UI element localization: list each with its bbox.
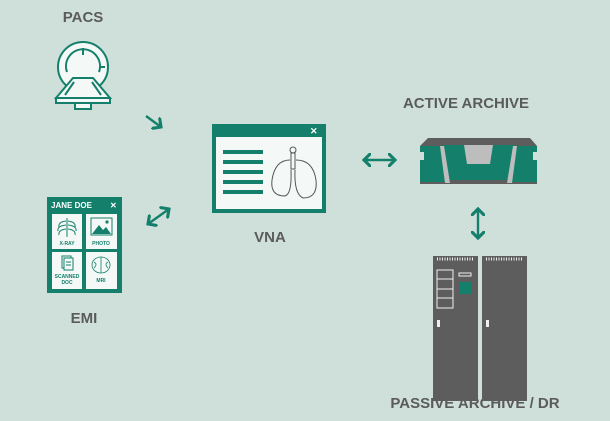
vna-window: ✕ <box>212 124 326 213</box>
emi-vna-double-arrow <box>148 209 169 224</box>
tile-scanned-doc-line2: DOC <box>61 280 73 286</box>
pacs-to-vna-arrow <box>145 115 161 127</box>
document-icon <box>61 255 74 271</box>
close-icon[interactable]: ✕ <box>310 126 318 136</box>
close-icon[interactable]: ✕ <box>110 201 117 210</box>
tile-mri[interactable]: MRI <box>96 278 106 284</box>
emi-card: JANE DOE ✕ X-RAY PHOTO SCANNED DOC MRI <box>47 197 122 293</box>
tile-xray[interactable]: X-RAY <box>59 241 75 247</box>
patient-name: JANE DOE <box>51 201 93 210</box>
brain-icon <box>91 256 111 274</box>
active-archive-label: ACTIVE ARCHIVE <box>402 95 530 112</box>
tile-scanned-doc[interactable]: SCANNED <box>55 274 80 280</box>
ribcage-icon <box>57 218 77 237</box>
pacs-label: PACS <box>62 9 104 26</box>
text-lines-icon <box>223 150 263 194</box>
emi-label: EMI <box>70 310 98 327</box>
vna-label: VNA <box>254 229 286 246</box>
ct-scanner-icon <box>53 41 113 110</box>
server-cabinets-icon <box>433 256 527 401</box>
active-archive-device <box>420 138 537 184</box>
tile-photo[interactable]: PHOTO <box>92 241 110 247</box>
lungs-icon <box>271 146 317 199</box>
photo-icon <box>90 217 113 236</box>
